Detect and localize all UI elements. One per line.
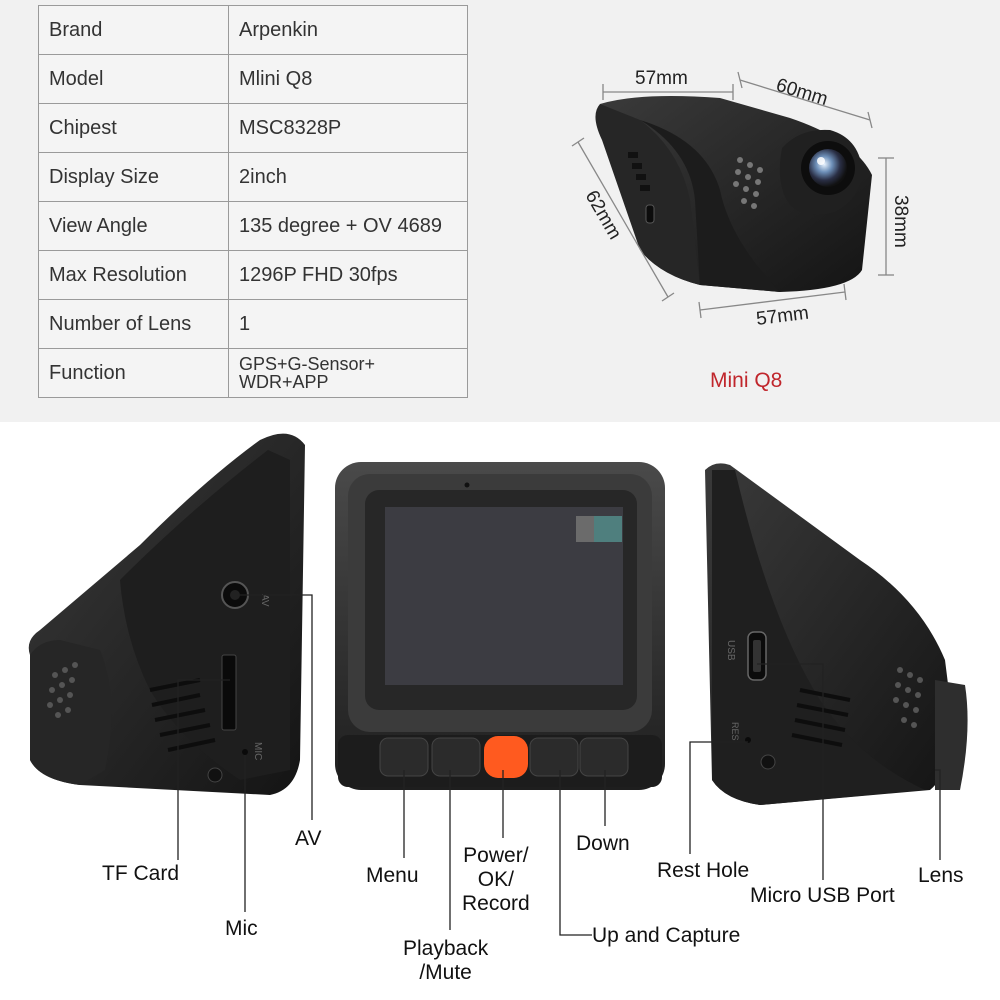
table-row: Chipest MSC8328P — [38, 103, 468, 153]
dim-depth: 60mm — [774, 75, 831, 111]
res-marking: RES — [730, 722, 740, 741]
table-row: Number of Lens 1 — [38, 299, 468, 349]
device-left-side-view: AV MIC — [28, 433, 305, 795]
callout-tf-card: TF Card — [102, 862, 180, 885]
spec-value: 1 — [228, 299, 468, 349]
table-row: View Angle 135 degree + OV 4689 — [38, 201, 468, 251]
spec-label: Number of Lens — [38, 299, 229, 349]
callout-lines — [177, 594, 941, 936]
callout-rest-hole: Rest Hole — [657, 859, 750, 882]
side-button-icons — [628, 152, 650, 191]
spec-value: 135 degree + OV 4689 — [228, 201, 468, 251]
table-row: Model Mlini Q8 — [38, 54, 468, 104]
dim-side-length: 62mm — [581, 187, 626, 243]
table-row: Function GPS+G-Sensor+ WDR+APP — [38, 348, 468, 398]
spec-label: Model — [38, 54, 229, 104]
spec-value: 1296P FHD 30fps — [228, 250, 468, 300]
vent-grille-icon — [47, 662, 78, 718]
dim-bottom-width: 57mm — [755, 303, 810, 330]
dimension-lines — [571, 71, 894, 319]
usb-marking: USB — [725, 640, 736, 661]
table-row: Brand Arpenkin — [38, 5, 468, 55]
callout-av: AV — [295, 827, 322, 850]
dim-height: 38mm — [890, 195, 911, 248]
spec-table: Brand Arpenkin Model Mlini Q8 Chipest MS… — [38, 5, 468, 398]
table-row: Display Size 2inch — [38, 152, 468, 202]
spec-value: GPS+G-Sensor+ WDR+APP — [228, 348, 468, 398]
callout-playback: Playback /Mute — [403, 937, 489, 984]
callout-usb-port: Micro USB Port — [750, 884, 895, 907]
spec-value: Mlini Q8 — [228, 54, 468, 104]
callout-down: Down — [576, 832, 630, 855]
spec-label: Function — [38, 348, 229, 398]
callout-lens: Lens — [918, 864, 964, 887]
spec-label: Brand — [38, 5, 229, 55]
av-marking: AV — [259, 594, 270, 607]
up-button[interactable] — [529, 737, 579, 777]
spec-label: View Angle — [38, 201, 229, 251]
down-button[interactable] — [579, 737, 629, 777]
table-row: Max Resolution 1296P FHD 30fps — [38, 250, 468, 300]
dim-top-width: 57mm — [635, 68, 688, 89]
device-3d-view — [595, 96, 872, 292]
vent-grille-icon — [893, 667, 923, 728]
spec-value: MSC8328P — [228, 103, 468, 153]
mic-marking: MIC — [252, 742, 263, 760]
spec-label: Display Size — [38, 152, 229, 202]
device-right-side-view: USB RES — [705, 463, 968, 805]
callout-mic: Mic — [225, 917, 258, 940]
spec-label: Max Resolution — [38, 250, 229, 300]
callout-up-capture: Up and Capture — [592, 924, 741, 947]
callout-power: Power/ OK/ Record — [462, 844, 530, 915]
product-caption: Mini Q8 — [710, 369, 783, 392]
spec-value: 2inch — [228, 152, 468, 202]
device-front-view — [335, 462, 665, 790]
vent-grille-icon — [733, 157, 763, 209]
tf-card-slot-icon — [221, 654, 237, 731]
playback-button[interactable] — [431, 737, 481, 777]
power-ok-button[interactable] — [484, 736, 528, 778]
callout-menu: Menu — [366, 864, 419, 887]
mic-hole-icon — [242, 749, 248, 755]
